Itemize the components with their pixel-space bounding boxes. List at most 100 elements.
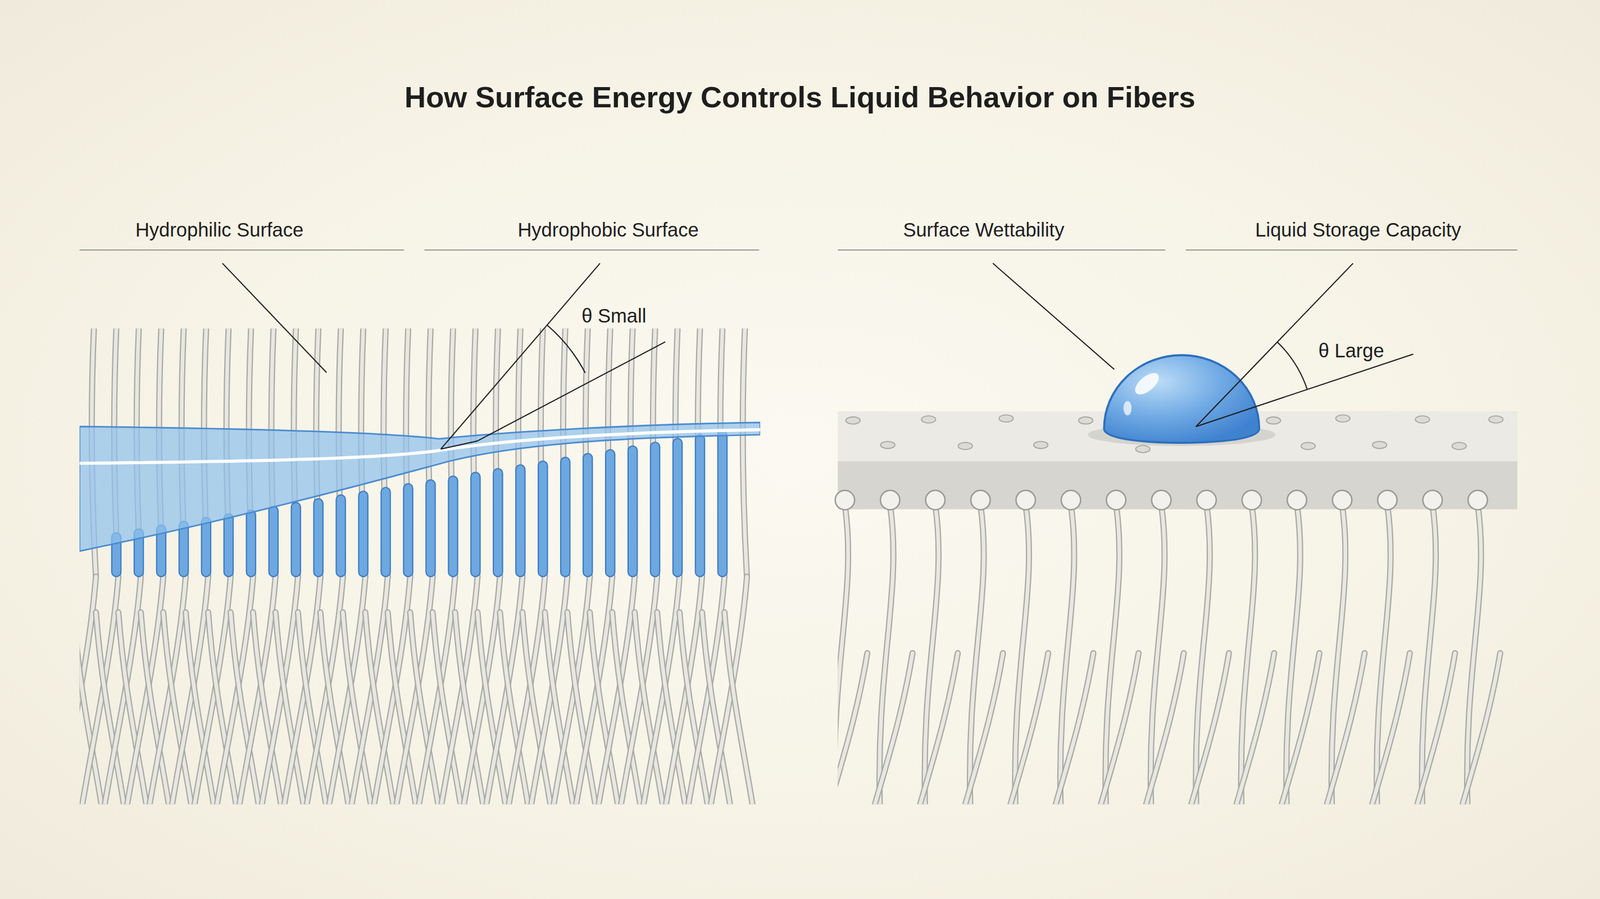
wetted-fiber	[403, 483, 413, 577]
fiber	[1009, 652, 1049, 804]
angle-label: θ Small	[581, 305, 647, 328]
fiber	[710, 576, 747, 804]
pore	[1266, 416, 1281, 425]
fiber	[742, 328, 747, 577]
hydrophobic-fibers	[837, 505, 1500, 804]
wetted-fiber	[246, 510, 256, 577]
fiber	[837, 652, 868, 804]
wetted-fiber	[425, 479, 435, 577]
pore	[998, 414, 1013, 422]
fiber-end	[970, 490, 991, 511]
pore	[1452, 442, 1467, 450]
wetted-fiber	[605, 449, 615, 577]
fiber	[724, 612, 754, 804]
fiber-end	[1287, 490, 1307, 511]
fiber	[742, 328, 747, 577]
fiber	[1235, 652, 1275, 804]
fiber	[837, 652, 868, 804]
pore	[1372, 441, 1387, 449]
fiber	[1054, 652, 1094, 804]
pore	[1488, 415, 1503, 424]
fiber	[919, 652, 958, 804]
liquid-film	[79, 422, 761, 552]
fiber-end	[1016, 490, 1036, 511]
fiber-end	[880, 490, 900, 511]
fiber	[1235, 652, 1275, 804]
fiber	[1190, 652, 1230, 804]
wetted-fiber	[695, 434, 705, 577]
fiber-end	[1467, 490, 1488, 511]
film-highlight	[79, 429, 761, 464]
droplet-highlight	[1131, 369, 1163, 399]
diagram-title: How Surface Energy Controls Liquid Behav…	[0, 80, 1600, 115]
pore	[1335, 414, 1350, 422]
fiber	[1370, 652, 1410, 804]
fiber	[1100, 652, 1139, 804]
wetted-fiber	[380, 487, 390, 577]
pore	[1415, 415, 1430, 424]
fiber-end	[1196, 490, 1217, 511]
fiber	[1370, 652, 1410, 804]
leader-line	[1196, 353, 1414, 427]
wetted-fiber	[314, 498, 324, 577]
fiber-end	[1242, 490, 1262, 511]
fiber	[873, 652, 913, 804]
fiber	[964, 652, 1003, 804]
droplet	[1103, 355, 1259, 443]
fiber-end	[1061, 490, 1081, 511]
fiber	[1416, 652, 1456, 804]
wetted-fiber	[560, 457, 570, 577]
panel-label: Surface Wettability	[902, 219, 1065, 243]
leader-line	[992, 263, 1115, 370]
fiber-end	[1332, 490, 1353, 511]
header-rule	[837, 249, 1166, 251]
wetted-fiber	[448, 475, 458, 577]
coating-base	[837, 461, 1518, 509]
fiber	[873, 652, 913, 804]
pore	[958, 442, 973, 450]
fiber	[1054, 652, 1094, 804]
angle-label: θ Large	[1318, 339, 1385, 363]
wetted-fiber	[269, 506, 279, 577]
wetted-fiber	[470, 472, 480, 577]
wetted-fiber	[224, 513, 234, 577]
wetted-fiber	[650, 442, 660, 577]
pore	[1301, 442, 1316, 450]
fiber	[1190, 652, 1230, 804]
angle-arc	[547, 325, 586, 374]
fiber	[1280, 652, 1320, 804]
panel-label: Hydrophilic Surface	[135, 219, 304, 243]
wetted-fiber	[673, 438, 683, 577]
leader-line	[441, 263, 600, 450]
angle-arc	[1277, 342, 1308, 390]
fiber	[1144, 652, 1184, 804]
pore	[921, 415, 936, 424]
wetted-fiber	[291, 502, 301, 577]
pore	[846, 416, 861, 425]
fiber-end	[1423, 490, 1443, 511]
leader-line	[441, 441, 478, 450]
fiber	[1144, 652, 1184, 804]
droplet-highlight	[1123, 401, 1133, 416]
pore	[1033, 441, 1048, 449]
fiber	[1461, 652, 1500, 804]
wetted-fiber	[628, 446, 638, 577]
fiber-end	[1377, 490, 1398, 511]
fiber	[1100, 652, 1139, 804]
fiber	[724, 612, 754, 804]
fiber	[1416, 652, 1456, 804]
fiber	[1009, 652, 1049, 804]
fiber	[1461, 652, 1500, 804]
header-rule	[424, 249, 760, 251]
fiber	[710, 576, 747, 804]
fiber	[1280, 652, 1320, 804]
fiber-end	[1106, 490, 1126, 511]
pore	[880, 441, 895, 449]
wetted-fiber	[358, 491, 368, 577]
hydrophilic-fibers	[79, 328, 761, 804]
wetted-fiber	[538, 461, 548, 577]
fiber-end	[925, 490, 946, 511]
pore	[1135, 445, 1150, 453]
